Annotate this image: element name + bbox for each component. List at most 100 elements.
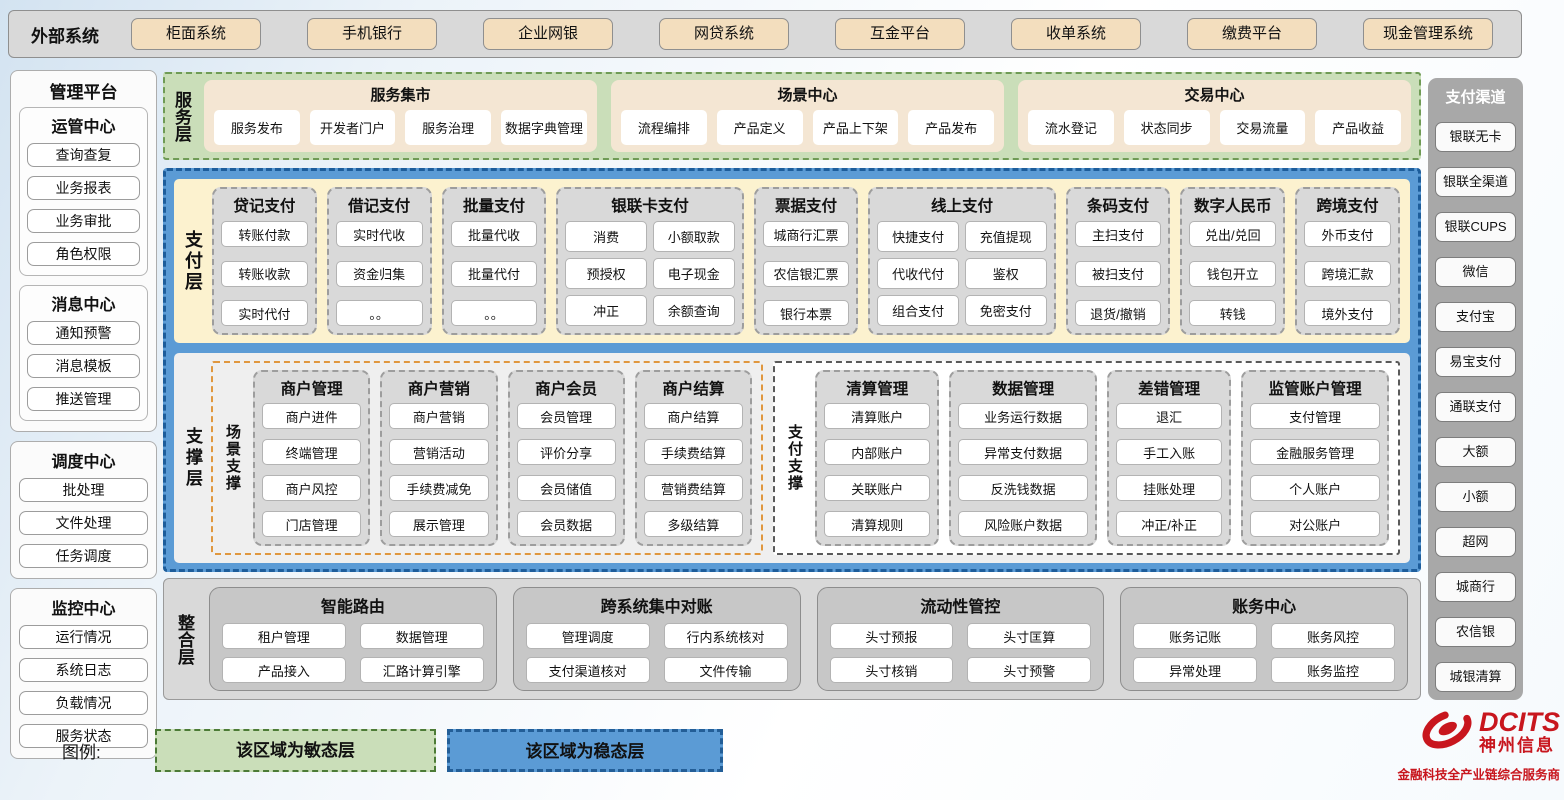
management-platform-column: 管理平台 运管中心 查询查复 业务报表 业务审批 角色权限 消息中心 通知预警 … — [10, 70, 157, 768]
clearing-mgmt-group: 清算管理 清算账户 内部账户 关联账户 清算规则 — [815, 370, 940, 546]
group-items: 城商行汇票 农信银汇票 银行本票 — [762, 221, 850, 326]
group-items: 业务运行数据 异常支付数据 反洗钱数据 风险账户数据 — [958, 403, 1089, 537]
module-chip: 负载情况 — [19, 691, 148, 715]
bill-pay-group: 票据支付 城商行汇票 农信银汇票 银行本票 — [753, 187, 859, 335]
monitor-center-group: 监控中心 运行情况 系统日志 负载情况 服务状态 — [10, 588, 157, 759]
module-chip: 服务发布 — [214, 110, 300, 145]
module-chip: 账务监控 — [1271, 657, 1395, 683]
module-chip: 预授权 — [565, 258, 647, 289]
module-chip: 境外支付 — [1304, 300, 1391, 326]
module-chip: 鉴权 — [964, 258, 1047, 289]
channel-chip: 小额 — [1435, 482, 1516, 512]
service-layer: 服务层 服务集市 服务发布 开发者门户 服务治理 数据字典管理 场景中心 流程编… — [163, 72, 1421, 160]
module-chip: 产品上下架 — [812, 110, 899, 145]
module-chip: 业务运行数据 — [958, 403, 1089, 429]
barcode-pay-group: 条码支付 主扫支付 被扫支付 退货/撤销 — [1065, 187, 1171, 335]
module-chip: 余额查询 — [652, 295, 735, 326]
module-chip: 内部账户 — [824, 439, 931, 465]
group-title: 监控中心 — [51, 601, 116, 618]
module-chip: 业务报表 — [27, 176, 140, 200]
module-chip: 系统日志 — [19, 658, 148, 682]
logo-slogan: 金融科技全产业链综合服务商 — [1397, 768, 1560, 782]
group-items: 兑出/兑回 钱包开立 转钱 — [1189, 221, 1277, 326]
module-chip: 数据管理 — [359, 623, 484, 649]
group-title: 商户会员 — [535, 381, 598, 398]
module-chip: 角色权限 — [27, 242, 140, 266]
stable-layer-container: 支付层 贷记支付 转账付款 转账收款 实时代付 借记支付 实时代收 资金归集 。… — [163, 168, 1421, 572]
module-chip: 产品接入 — [222, 657, 346, 683]
legend-stable-box: 该区域为稳态层 — [447, 729, 723, 772]
module-chip: 风险账户数据 — [958, 511, 1089, 537]
module-chip: 管理调度 — [525, 623, 650, 649]
accounting-center-panel: 账务中心 账务记账 账务风控 异常处理 账务监控 — [1120, 587, 1408, 691]
scene-support-label: 场景支撑 — [224, 424, 241, 492]
trade-center-panel: 交易中心 流水登记 状态同步 交易流量 产品收益 — [1018, 80, 1411, 152]
module-chip: 行内系统核对 — [663, 623, 788, 649]
module-chip: 多级结算 — [643, 511, 744, 537]
external-systems-label: 外部系统 — [31, 26, 99, 46]
module-chip: 头寸匡算 — [967, 623, 1092, 649]
module-chip: 关联账户 — [824, 475, 931, 501]
group-items: 转账付款 转账收款 实时代付 — [221, 221, 308, 326]
module-chip: 产品发布 — [908, 110, 994, 145]
panel-title: 流动性管控 — [920, 599, 1001, 616]
group-items: 会员管理 评价分享 会员储值 会员数据 — [516, 403, 616, 537]
channel-chip: 超网 — [1435, 527, 1516, 557]
group-title: 数据管理 — [992, 381, 1055, 398]
module-chip: 异常支付数据 — [958, 439, 1089, 465]
group-items: 实时代收 资金归集 。。 — [335, 221, 423, 326]
group-title: 贷记支付 — [233, 198, 296, 215]
external-system-chip: 互金平台 — [835, 18, 965, 50]
panel-title: 跨系统集中对账 — [600, 599, 713, 616]
channel-chip: 银联无卡 — [1435, 122, 1516, 152]
service-market-panel: 服务集市 服务发布 开发者门户 服务治理 数据字典管理 — [204, 80, 597, 152]
group-title: 线上支付 — [930, 198, 993, 215]
module-chip: 账务记账 — [1133, 623, 1258, 649]
module-chip: 通知预警 — [27, 321, 140, 345]
module-chip: 业务审批 — [27, 209, 140, 233]
module-chip: 转钱 — [1189, 300, 1277, 326]
module-chip: 组合支付 — [877, 295, 959, 326]
legend-agile-box: 该区域为敏态层 — [155, 729, 436, 772]
module-chip: 交易流量 — [1219, 110, 1306, 145]
module-chip: 服务治理 — [405, 110, 491, 145]
module-chip: 查询查复 — [27, 143, 140, 167]
module-chip: 冲正/补正 — [1116, 511, 1223, 537]
module-chip: 终端管理 — [262, 439, 362, 465]
scene-center-panel: 场景中心 流程编排 产品定义 产品上下架 产品发布 — [611, 80, 1004, 152]
group-title: 清算管理 — [846, 381, 909, 398]
group-items: 清算账户 内部账户 关联账户 清算规则 — [824, 403, 931, 537]
ops-center-group: 运管中心 查询查复 业务报表 业务审批 角色权限 — [19, 107, 148, 276]
dispatch-center-group: 调度中心 批处理 文件处理 任务调度 — [10, 441, 157, 579]
crossborder-pay-group: 跨境支付 外币支付 跨境汇款 境外支付 — [1295, 187, 1400, 335]
module-chip: 头寸核销 — [829, 657, 954, 683]
module-chip: 营销费结算 — [643, 475, 744, 501]
module-chip: 商户营销 — [389, 403, 489, 429]
group-title: 消息中心 — [51, 297, 116, 314]
module-chip: 产品定义 — [716, 110, 803, 145]
external-system-chip: 现金管理系统 — [1363, 18, 1493, 50]
logo-chinese-name: 神州信息 — [1479, 735, 1555, 755]
panel-items: 流水登记 状态同步 交易流量 产品收益 — [1028, 110, 1401, 145]
payment-channels-column: 支付渠道 银联无卡 银联全渠道 银联CUPS 微信 支付宝 易宝支付 通联支付 … — [1428, 78, 1523, 700]
module-chip: 主扫支付 — [1074, 221, 1162, 247]
external-system-chip: 柜面系统 — [131, 18, 261, 50]
group-title: 数字人民币 — [1194, 198, 1272, 215]
group-items: 退汇 手工入账 挂账处理 冲正/补正 — [1116, 403, 1223, 537]
unionpay-card-group: 银联卡支付 消费 小额取款 预授权 电子现金 冲正 余额查询 — [556, 187, 744, 335]
module-chip: 商户风控 — [262, 475, 362, 501]
module-chip: 头寸预报 — [829, 623, 954, 649]
module-chip: 代收代付 — [877, 258, 959, 289]
module-chip: 实时代付 — [221, 300, 308, 326]
panel-title: 服务集市 — [370, 87, 431, 104]
channel-chip: 支付宝 — [1435, 302, 1516, 332]
module-chip: 任务调度 — [19, 544, 148, 568]
panel-title: 场景中心 — [777, 87, 838, 104]
dcits-logo: DCITS 神州信息 金融科技全产业链综合服务商 — [1372, 702, 1560, 783]
module-chip: 开发者门户 — [309, 110, 396, 145]
merchant-member-group: 商户会员 会员管理 评价分享 会员储值 会员数据 — [507, 370, 625, 546]
group-title: 商户管理 — [280, 381, 343, 398]
panel-items: 管理调度 行内系统核对 支付渠道核对 文件传输 — [525, 623, 788, 683]
integration-layer: 整合层 智能路由 租户管理 数据管理 产品接入 汇路计算引擎 跨系统集中对账 管… — [163, 578, 1421, 700]
smart-routing-panel: 智能路由 租户管理 数据管理 产品接入 汇路计算引擎 — [209, 587, 497, 691]
